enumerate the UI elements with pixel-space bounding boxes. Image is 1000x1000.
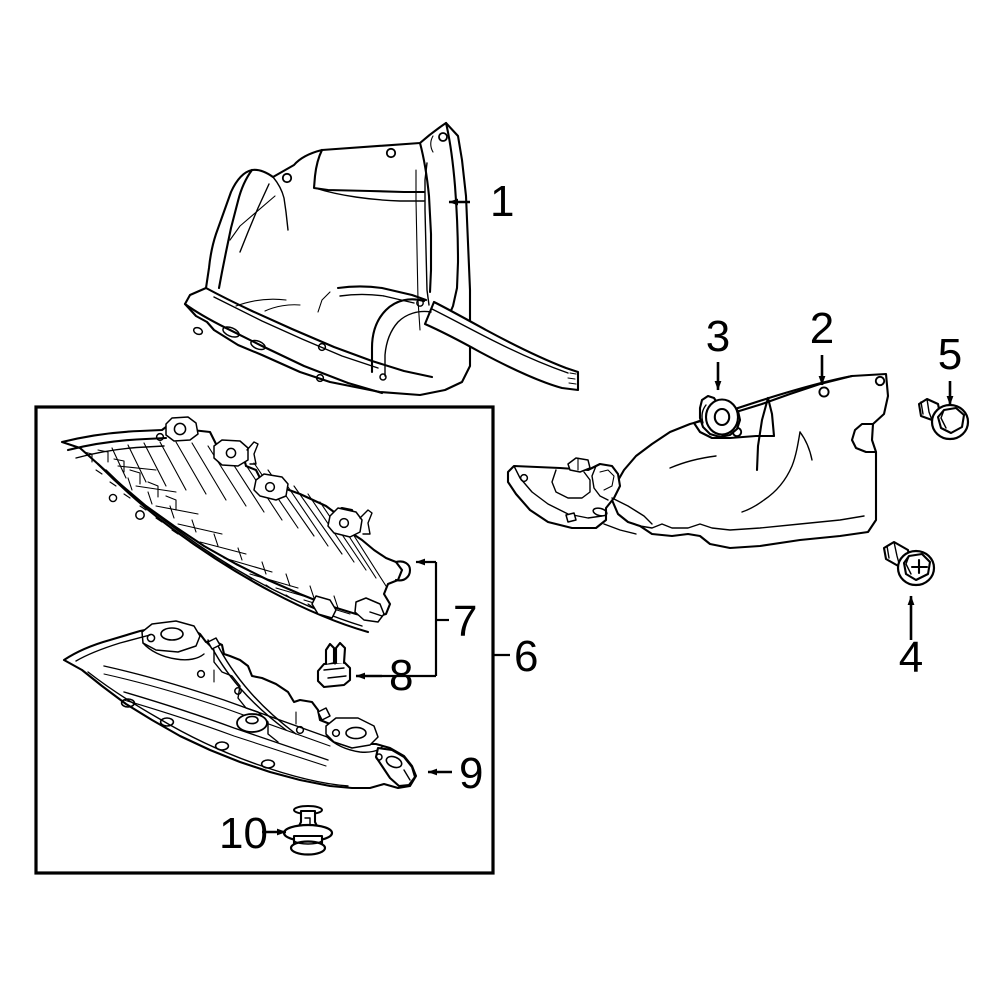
under-cover-mounting-tab	[374, 746, 417, 788]
subassembly-frame	[34, 405, 495, 875]
part-3-grommet-retainer	[698, 394, 742, 439]
part-2-fender-liner-panel	[506, 372, 890, 550]
callout-8-number: 8	[389, 651, 413, 700]
callout-7-number: 7	[453, 597, 477, 646]
part-7-radiator-grille-air-deflector	[60, 416, 412, 634]
callout-3-number: 3	[706, 312, 730, 361]
callout-2-number: 2	[810, 304, 834, 353]
callout-4-number: 4	[899, 633, 923, 682]
part-10-push-pin-retainer	[282, 805, 334, 856]
part-9-engine-under-cover	[62, 620, 418, 790]
callout-6-number: 6	[514, 632, 538, 681]
part-5-hex-head-bolt	[917, 397, 970, 441]
callout-1-number: 1	[490, 177, 514, 226]
part-8-push-in-clip	[316, 641, 352, 689]
callout-5-number: 5	[938, 330, 962, 379]
callout-9-number: 9	[459, 749, 483, 798]
callout-10-number: 10	[219, 809, 268, 858]
bracket-7	[382, 558, 449, 678]
part-4-phillips-flange-bolt	[882, 540, 936, 587]
part-1-fender-apron-splash-shield	[183, 121, 580, 397]
